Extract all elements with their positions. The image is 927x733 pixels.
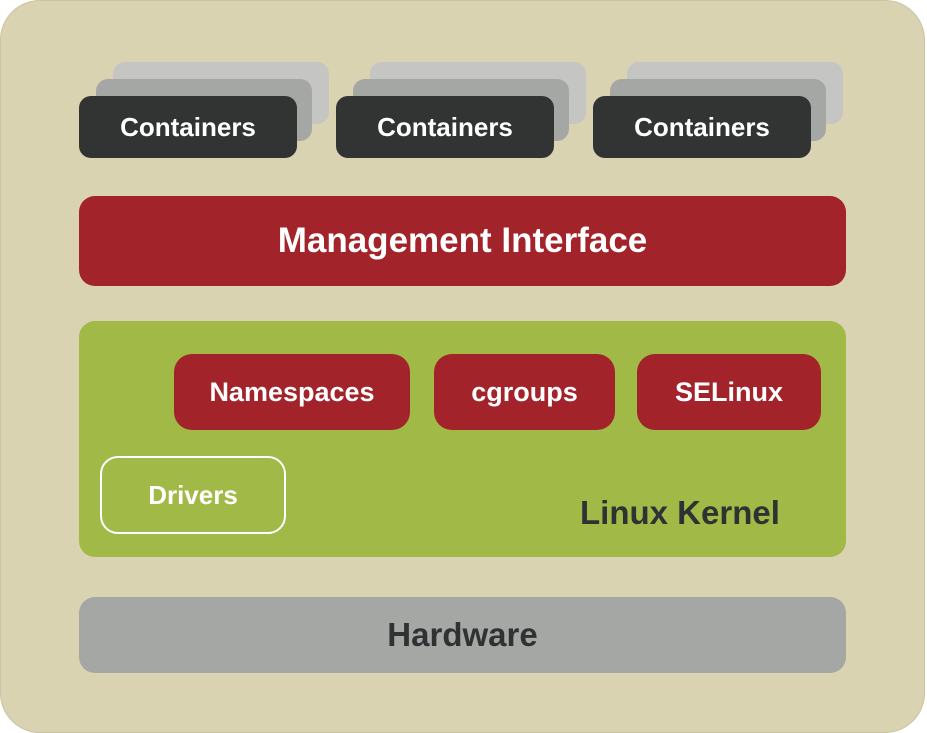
linux-kernel-label: Linux Kernel <box>580 494 780 531</box>
containers-box-1: Containers <box>79 96 297 158</box>
cgroups-box: cgroups <box>434 354 615 430</box>
management-interface-box: Management Interface <box>79 196 846 286</box>
drivers-box: Drivers <box>100 456 286 534</box>
selinux-box: SELinux <box>637 354 821 430</box>
namespaces-label: Namespaces <box>209 376 375 407</box>
drivers-label: Drivers <box>148 479 238 510</box>
containers-label-1: Containers <box>120 111 256 142</box>
hardware-box: Hardware <box>79 597 846 673</box>
selinux-label: SELinux <box>674 376 783 407</box>
namespaces-box: Namespaces <box>174 354 410 430</box>
containers-label-3: Containers <box>634 111 770 142</box>
containers-box-3: Containers <box>593 96 811 158</box>
hardware-label: Hardware <box>387 616 538 653</box>
containers-box-2: Containers <box>336 96 554 158</box>
cgroups-label: cgroups <box>471 376 578 407</box>
containers-label-2: Containers <box>377 111 513 142</box>
management-interface-label: Management Interface <box>277 221 648 260</box>
